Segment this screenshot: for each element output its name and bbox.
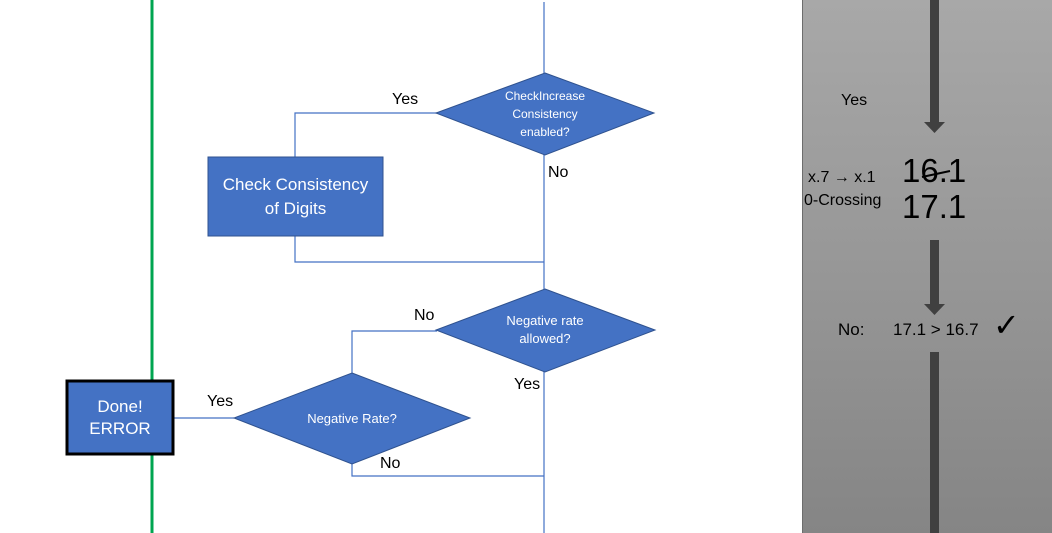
side-no-label: No: [838,320,865,339]
box-done-error[interactable] [65,379,175,456]
edge-label-check-increase-yes: Yes [392,91,419,108]
diamond-negative-allowed[interactable] [434,288,657,373]
box-done-line1: Done! [97,396,143,416]
check-mark-icon: ✓ [993,306,1020,344]
box-check-digits-text: Check Consistency of Digits [208,160,383,233]
side-rule-line2: 0-Crossing [804,192,882,209]
side-comparison: 17.1 > 16.7 [893,320,979,339]
arrow-shaft-middle [930,240,939,304]
diamond-negative-rate[interactable] [232,372,472,465]
connector-check-increase-yes [294,112,437,157]
box-check-digits[interactable] [207,156,384,237]
diamond-negative-rate-text: Negative Rate? [282,408,422,428]
edge-label-negative-allowed-no: No [414,307,435,324]
edge-label-negative-rate-no: No [380,455,401,472]
box-done-error-text: Done! ERROR [67,383,173,452]
diamond-check-increase[interactable] [434,72,656,156]
side-rule-line1: x.7 → x.1 [808,169,876,186]
side-panel: Yes x.7 → x.1 0-Crossing 16.1 17.1 No: 1… [802,0,1052,533]
arrow-head-middle [924,304,945,315]
arrow-head-top [924,122,945,133]
side-new-value: 17.1 [902,188,967,225]
connector-negative-rate-no [351,462,544,477]
diamond-negative-allowed-line1: Negative rate [506,313,584,328]
box-done-line2: ERROR [89,418,151,438]
connector-check-digits-return [294,236,544,263]
diamond-negative-allowed-text: Negative rate allowed? [470,311,620,349]
diamond-check-increase-text: CheckIncrease Consistency enabled? [470,84,620,144]
edge-label-check-increase-no: No [548,164,569,181]
strikethrough-mark [921,170,951,178]
box-check-digits-line2: of Digits [264,198,327,218]
diamond-negative-rate-line1: Negative Rate? [307,410,397,426]
box-check-digits-line1: Check Consistency [222,174,369,194]
edge-label-negative-rate-yes: Yes [207,393,234,410]
connector-negative-allowed-no [351,330,437,373]
arrow-shaft-top [930,0,939,122]
arrow-shaft-bottom [930,352,939,533]
diamond-check-increase-line1: CheckIncrease [504,89,586,103]
side-yes-label: Yes [841,92,868,109]
diamond-check-increase-line3: enabled? [520,125,570,139]
side-panel-arrows [924,0,945,533]
diamond-negative-allowed-line2: allowed? [519,331,571,346]
side-old-value: 16.1 [902,152,967,189]
edge-label-negative-allowed-yes: Yes [514,376,541,393]
diamond-check-increase-line2: Consistency [512,107,578,121]
